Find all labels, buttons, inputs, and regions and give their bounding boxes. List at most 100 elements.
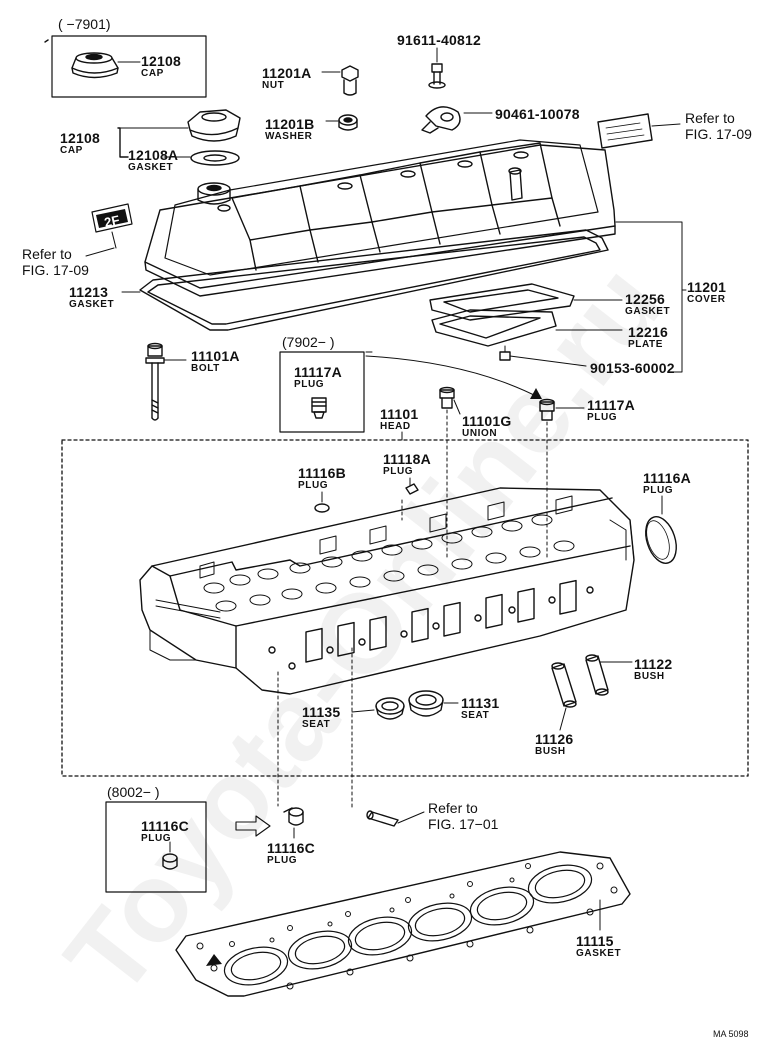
part-name: BUSH	[634, 671, 665, 682]
part-number: 11213	[69, 284, 109, 300]
reference-line2: FIG. 17−01	[428, 816, 499, 832]
plug-11116a	[645, 495, 677, 564]
plug-11116b	[314, 491, 330, 513]
valve-seat-11131	[408, 690, 459, 717]
nut-part	[321, 65, 359, 96]
dowel-pin	[366, 810, 425, 827]
label-plate	[597, 113, 681, 149]
part-name: PLUG	[294, 379, 325, 390]
plug-11118a	[405, 477, 419, 495]
filler-cap-small	[71, 52, 141, 79]
plug-11116c	[283, 807, 304, 839]
breather-gasket	[429, 283, 623, 321]
part-name: SEAT	[461, 710, 490, 721]
reference-line2: FIG. 17-09	[685, 126, 752, 142]
part-name: HEAD	[380, 421, 411, 432]
part-name: BOLT	[191, 363, 220, 374]
part-number: 12216	[628, 324, 668, 340]
part-name: UNION	[462, 428, 498, 439]
cover-gasket	[121, 229, 609, 331]
part-number: 11201A	[262, 65, 312, 81]
part-label-90461-10078: 90461-10078	[495, 107, 580, 121]
part-name: CAP	[141, 68, 164, 79]
reference-line1: Refer to	[22, 246, 72, 262]
reference-line1: Refer to	[428, 800, 478, 816]
part-number: 11126	[535, 731, 574, 747]
plug-part	[539, 398, 585, 421]
head-bolt	[145, 342, 187, 421]
part-number: 11115	[576, 933, 614, 949]
valve-cover	[144, 139, 671, 297]
part-number: 11116C	[141, 818, 189, 834]
part-number: 12256	[625, 291, 665, 307]
part-name: GASKET	[128, 162, 174, 173]
clamp-part	[421, 106, 493, 134]
date-box-bottom	[105, 801, 207, 893]
reference-line1: Refer to	[685, 110, 735, 126]
part-number: 11116C	[267, 840, 315, 856]
bush-11122	[585, 654, 633, 696]
part-name: GASKET	[69, 299, 115, 310]
part-name: CAP	[60, 145, 83, 156]
valve-seat-11135	[351, 697, 405, 720]
part-number: 11116B	[298, 465, 346, 481]
part-number: 11116A	[643, 470, 691, 486]
head-gasket	[175, 851, 631, 997]
part-name: GASKET	[576, 948, 622, 959]
corner-code: MA 5098	[713, 1029, 749, 1039]
part-name: PLUG	[267, 855, 298, 866]
part-name: NUT	[262, 80, 285, 91]
date-box-mid	[279, 351, 365, 433]
bush-11126	[551, 662, 577, 731]
part-number: 11201	[687, 279, 727, 295]
date-box-mid-label: (7902− )	[282, 334, 335, 350]
part-number: 11135	[302, 704, 341, 720]
part-label-91611-40812: 91611-40812	[397, 33, 481, 47]
washer-part	[325, 114, 358, 131]
part-number: 11101G	[462, 413, 512, 429]
part-name: SEAT	[302, 719, 331, 730]
engine-badge	[85, 203, 133, 257]
engine-badge-text: 2F	[103, 212, 121, 230]
part-name: GASKET	[625, 306, 671, 317]
part-name: PLATE	[628, 339, 664, 350]
part-name: PLUG	[141, 833, 172, 844]
union-part	[439, 386, 461, 415]
part-name: PLUG	[643, 485, 674, 496]
part-number: 91611-40812	[397, 32, 481, 48]
part-number: 90461-10078	[495, 106, 580, 122]
part-number: 11117A	[587, 397, 635, 413]
reference-line2: FIG. 17-09	[22, 262, 89, 278]
date-box-top	[51, 35, 207, 98]
date-box-top-label: ( −7901)	[58, 16, 111, 32]
cylinder-head	[139, 487, 635, 695]
date-box-bottom-label: (8002− )	[107, 784, 160, 800]
part-number: 90153-60002	[590, 360, 675, 376]
part-name: WASHER	[265, 131, 313, 142]
plug-part-bottom-box	[162, 841, 178, 870]
part-number: 12108	[60, 130, 100, 146]
